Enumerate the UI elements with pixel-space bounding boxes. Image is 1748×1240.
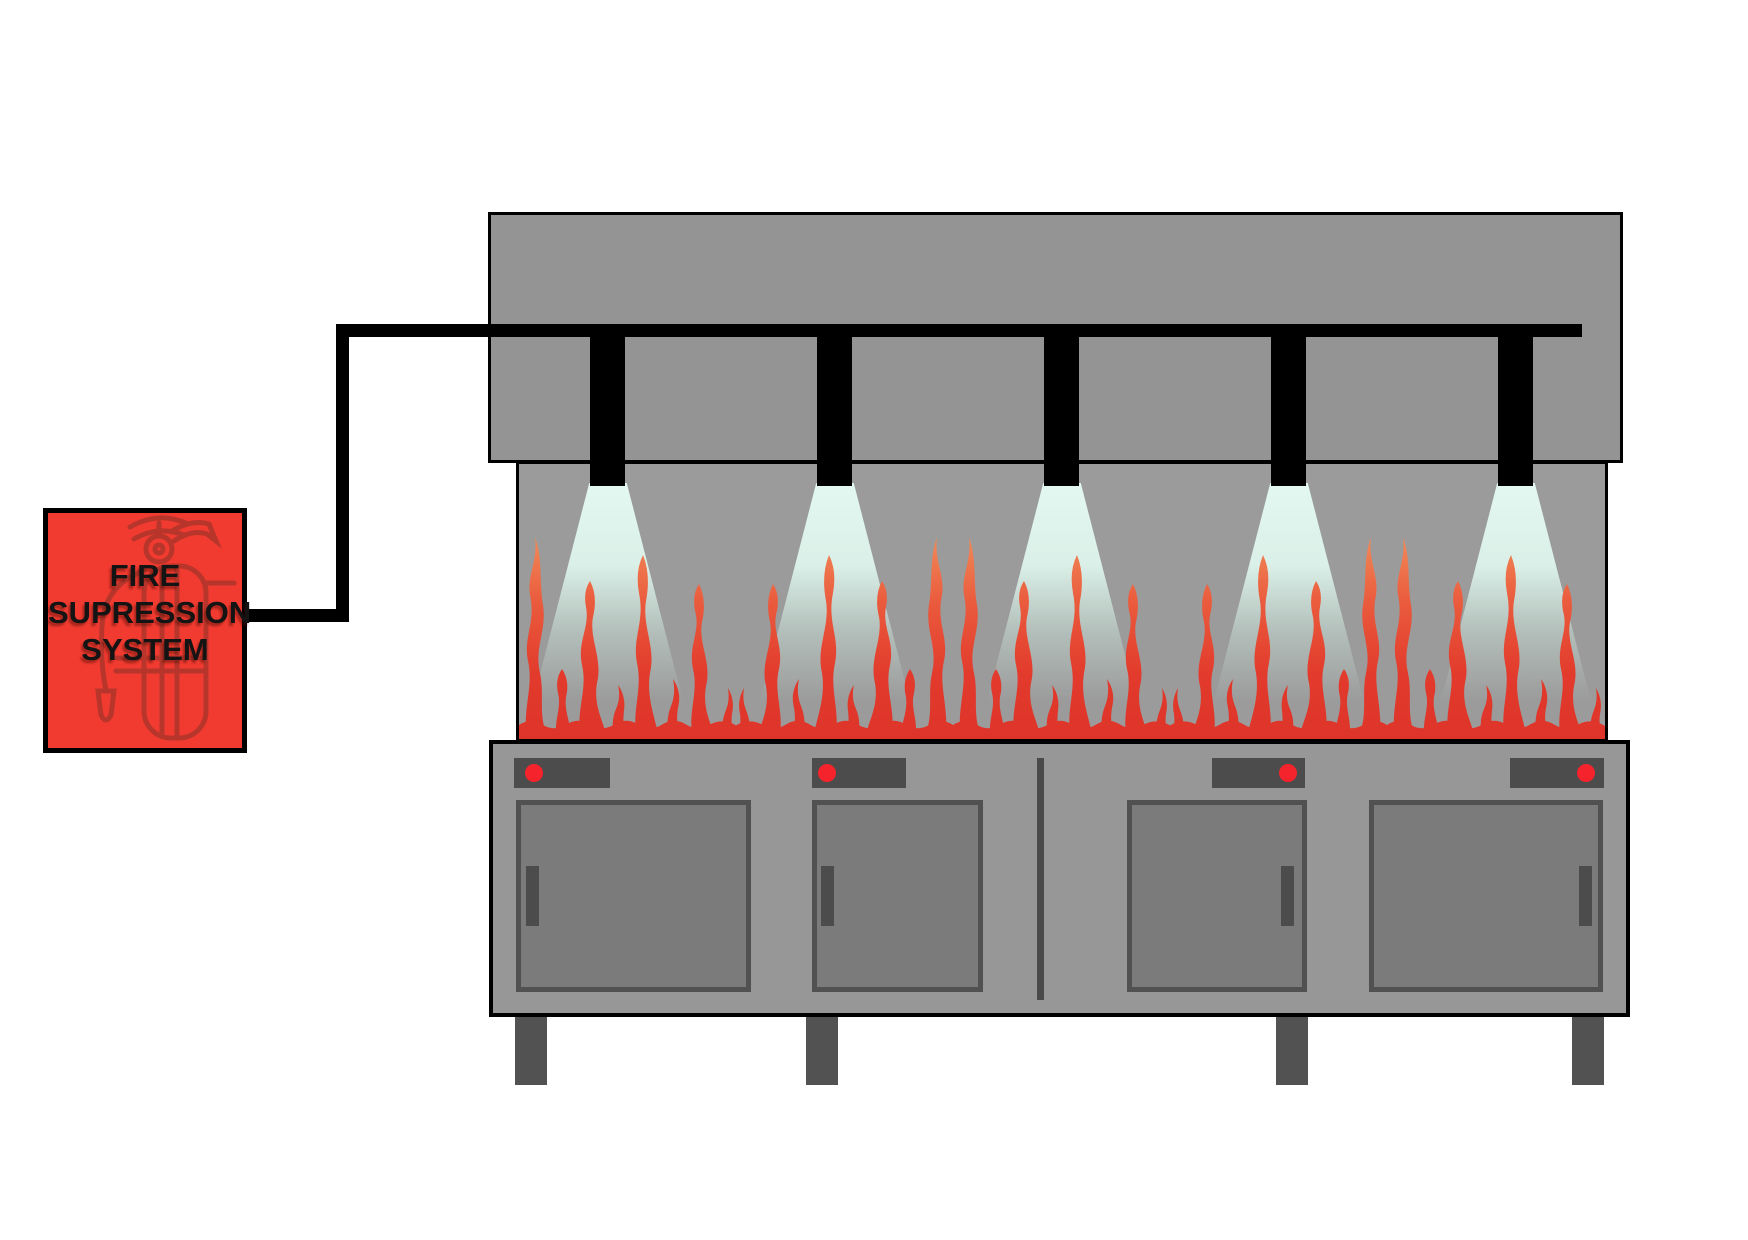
equipment-leg-1 [515,1015,547,1085]
suppression-box-label: FIRE SUPRESSION SYSTEM [48,557,251,668]
door-handle-4 [1579,866,1592,926]
suppression-nozzle-2 [817,330,852,486]
fire-extinguisher-icon [95,515,237,741]
door-handle-1 [526,866,539,926]
door-handle-3 [1281,866,1294,926]
equipment-leg-2 [806,1015,838,1085]
indicator-light-3 [1279,764,1297,782]
suppression-nozzle-4 [1271,330,1306,486]
supply-riser-pipe [336,324,349,622]
agent-distribution-pipe [336,324,1582,337]
equipment-leg-3 [1276,1015,1308,1085]
suppression-nozzle-3 [1044,330,1079,486]
label-line-3: SYSTEM [81,632,209,667]
indicator-light-4 [1577,764,1595,782]
cook-area-back-wall [516,461,1608,742]
indicator-light-2 [818,764,836,782]
suppression-nozzle-5 [1498,330,1533,486]
label-line-1: FIRE [109,558,181,593]
cabinet-door-2 [812,800,983,992]
cabinet-door-1 [516,800,751,992]
fire-suppression-system-box: FIRE SUPRESSION SYSTEM [43,508,251,753]
fire-flames [519,537,1605,739]
door-handle-2 [821,866,834,926]
suppression-nozzle-1 [590,330,625,486]
label-line-2: SUPRESSION [48,595,252,630]
indicator-light-1 [525,764,543,782]
supply-feed-pipe [247,609,349,622]
unit-divider [1037,758,1044,1000]
cabinet-door-4 [1369,800,1603,992]
equipment-leg-4 [1572,1015,1604,1085]
cabinet-door-3 [1127,800,1307,992]
